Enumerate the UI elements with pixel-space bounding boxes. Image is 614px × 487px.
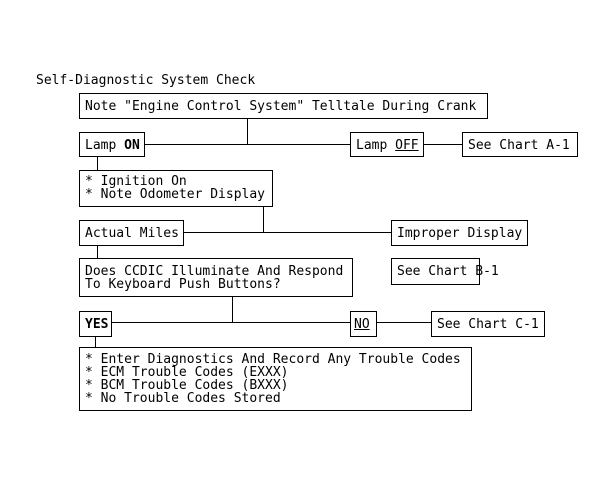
final-line: * No Trouble Codes Stored: [85, 391, 281, 406]
final-line: * BCM Trouble Codes (BXXX): [85, 378, 289, 393]
chart-a1-node: See Chart A-1: [462, 132, 578, 157]
final-line: * ECM Trouble Codes (EXXX): [85, 365, 289, 380]
ignition-line: * Ignition On: [85, 174, 187, 189]
ccdic-line: Does CCDIC Illuminate And Respond: [85, 264, 344, 279]
lamp-off-label: Lamp: [356, 138, 396, 153]
connector: [232, 296, 233, 322]
improper-display-node: Improper Display: [391, 220, 528, 246]
connector: [97, 245, 98, 258]
diagram-title: Self-Diagnostic System Check: [36, 73, 256, 88]
connector: [111, 322, 350, 323]
lamp-on-node: Lamp ON: [79, 132, 145, 157]
connector: [247, 118, 248, 144]
ignition-node: * Ignition On* Note Odometer Display: [79, 170, 273, 207]
connector: [97, 156, 98, 170]
lamp-on-label: Lamp: [85, 138, 125, 153]
no-node: NO: [350, 311, 377, 337]
connector: [423, 144, 462, 145]
connector: [144, 144, 350, 145]
lamp-on-state: ON: [124, 138, 140, 153]
final-line: * Enter Diagnostics And Record Any Troub…: [85, 352, 461, 367]
yes-node: YES: [79, 311, 112, 337]
actual-miles-node: Actual Miles: [79, 220, 184, 246]
chart-c1-node: See Chart C-1: [431, 311, 545, 337]
lamp-off-node: Lamp OFF: [350, 132, 424, 157]
final-node: * Enter Diagnostics And Record Any Troub…: [79, 347, 472, 411]
connector: [95, 336, 96, 347]
connector: [376, 322, 431, 323]
ignition-line: * Note Odometer Display: [85, 187, 266, 202]
ccdic-line: To Keyboard Push Buttons?: [85, 277, 281, 292]
connector: [263, 206, 264, 232]
lamp-off-state: OFF: [395, 138, 419, 153]
chart-b1-node: See Chart B-1: [391, 258, 499, 285]
start-node: Note "Engine Control System" Telltale Du…: [79, 93, 488, 119]
connector: [183, 232, 391, 233]
